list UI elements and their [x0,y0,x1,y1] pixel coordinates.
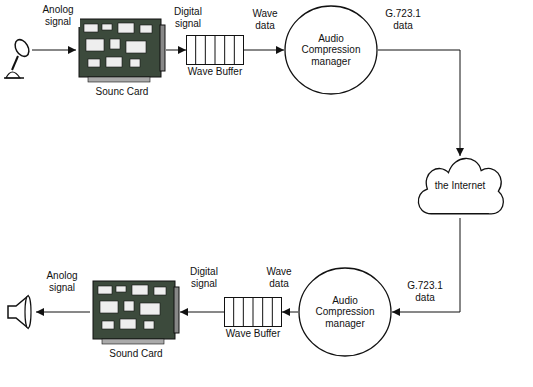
signal-label: Anolog signal [40,270,84,293]
data-flow-arrow [244,50,284,51]
edge-label: G.723.1 data [402,280,448,303]
sound-card-image [78,15,166,85]
edge-label: G.723.1 data [380,8,426,31]
sound-card: Sounc Card [78,15,166,98]
sound-card: Sound Card [92,277,180,360]
edge-label: Digital signal [166,6,210,29]
buffer-box [186,35,244,65]
node-label: Wave Buffer [186,65,244,78]
data-flow-arrow [282,312,298,313]
node-label: Sounc Card [78,85,166,98]
edge-label: Digital signal [182,266,226,289]
analog-out-arrow [36,312,90,313]
node-label: Wave Buffer [224,327,282,340]
node-label: Sound Card [92,347,180,360]
edge-label: Wave data [244,8,286,31]
data-flow-arrow [166,50,186,51]
sound-card-image [92,277,180,347]
data-flow-arrow [392,218,460,312]
process-ellipse: Audio Compression manager [298,267,392,357]
data-flow-arrow [180,312,224,313]
analog-in-arrow [32,50,76,51]
node-label: Audio Compression manager [298,295,392,330]
buffer-box [224,297,282,327]
wave-buffer: Wave Buffer [224,297,282,340]
signal-label: Anolog signal [36,4,80,27]
network-cloud: the Internet [412,150,508,222]
process-ellipse: Audio Compression manager [284,5,378,95]
data-flow-arrow [378,50,460,156]
wave-buffer: Wave Buffer [186,35,244,78]
edge-label: Wave data [258,266,300,289]
microphone-icon [4,37,32,78]
speaker-icon [8,296,31,328]
node-label: the Internet [421,180,500,192]
node-label: Audio Compression manager [284,33,378,68]
